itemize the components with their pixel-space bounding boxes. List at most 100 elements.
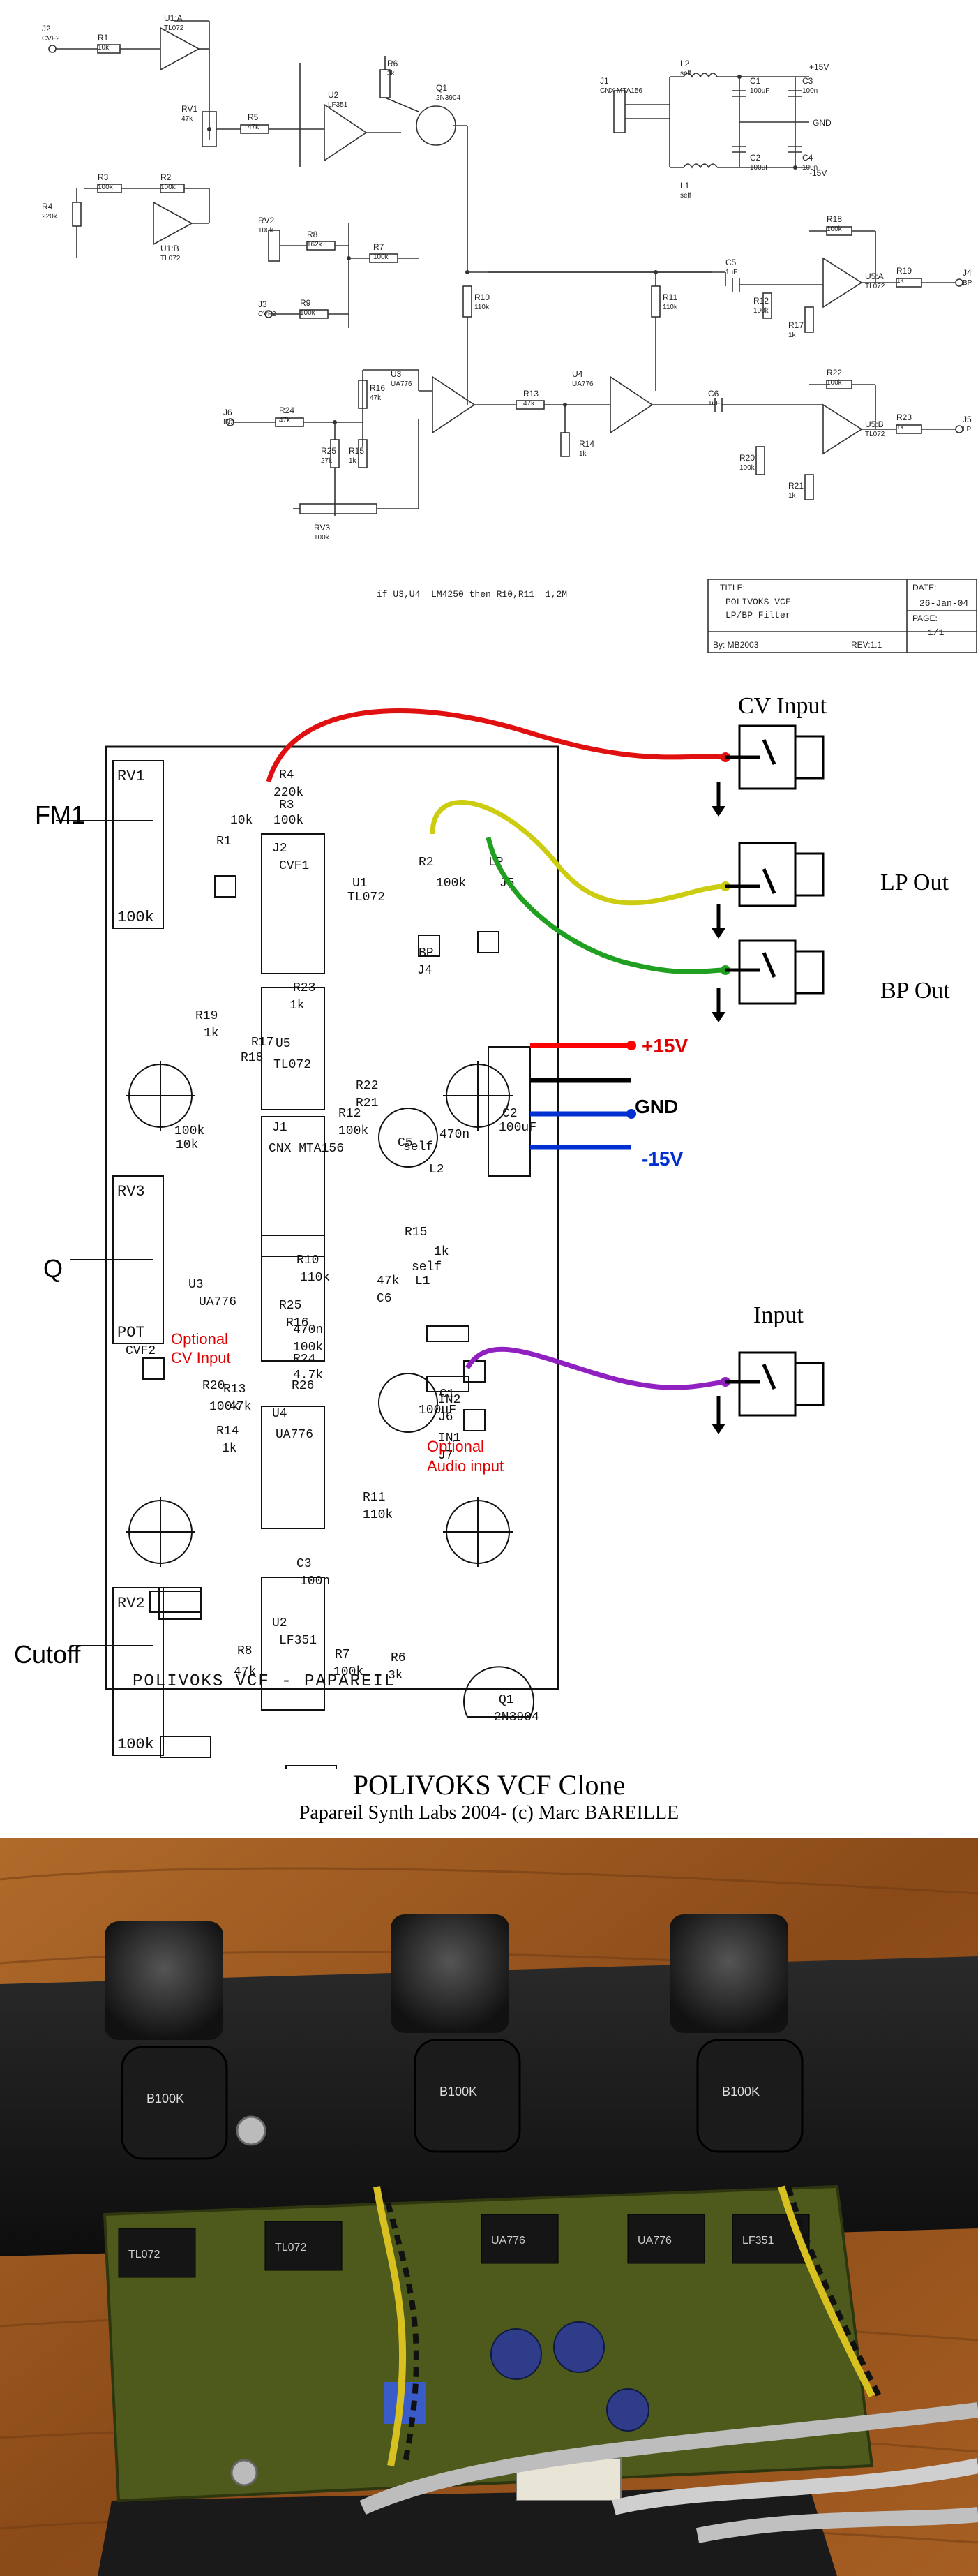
component-value: 1k [579,450,587,458]
part-label: 4.7k [293,1369,323,1383]
ic-u5 [261,1116,325,1257]
component-ref: C2 [750,153,761,163]
component-ref: R22 [827,368,842,378]
callout-bp-out: BP Out [880,978,950,1004]
part-label: U2 [272,1616,287,1630]
transistor-q1 [463,1666,534,1718]
component-ref: J5 [963,415,972,424]
photo-chip [264,2221,343,2271]
component-value: self [680,192,691,200]
part-label: 1k [222,1442,237,1456]
component-value: 100k [258,227,274,234]
jack-input [738,1351,797,1417]
component-value: 10k [98,44,110,52]
component-value: 47k [248,124,259,131]
part-label: C3 [296,1557,312,1571]
component-value: 1k [788,492,797,500]
component-ref: U1:A [164,13,183,23]
pot-ref-rv3: RV3 [117,1183,145,1200]
photo-chip-label: TL072 [275,2242,306,2254]
pot-rv2[interactable] [112,1587,164,1756]
part-label: 1k [289,999,305,1013]
pot-label-q: Q [43,1254,63,1283]
part-label: R20 [202,1379,225,1393]
pot-text-2: B100K [439,2085,477,2099]
part-label: 220k [273,786,303,800]
part-label: R6 [391,1651,406,1665]
callout-pos: +15V [642,1035,688,1057]
component-ref: U4 [572,369,583,379]
component-ref: R23 [896,412,912,422]
page-label: PAGE: [912,613,938,623]
photo-chip [627,2214,705,2264]
ic-u2 [261,1577,325,1711]
cap-c2 [378,1373,438,1433]
photo-chip [481,2214,559,2264]
part-label: Q1 [499,1693,514,1707]
part-label: 1k [434,1245,449,1259]
component-ref: R21 [788,481,804,491]
part-label: 100k [273,814,303,828]
title-rev: REV:1.1 [851,640,882,650]
photo-chip [118,2228,196,2278]
pot-ref-rv2: RV2 [117,1595,145,1612]
page-value: 1/1 [928,627,945,638]
part-label: 10k [176,1138,198,1152]
pcb-layout: R4220kR3100kR110kJ2CVF1U1TL072R2100kLPJ5… [14,693,950,1769]
part-label: R4 [279,768,294,782]
component-ref: RV1 [181,104,197,114]
part-label: R22 [356,1079,378,1093]
part-label: 100k [436,877,466,891]
part-label: L2 [429,1163,444,1177]
part-label: 10k [230,814,253,828]
photo-chip-label: UA776 [638,2235,672,2247]
wire-cv-input [266,708,726,782]
component-value: 100k [373,253,389,261]
component-ref: R13 [523,389,539,399]
component-value: CVF2 [258,311,276,318]
part-label: 1k [204,1027,219,1041]
part-label: R24 [293,1353,315,1367]
callout-optional-audio-2: Audio input [427,1457,504,1475]
part-label: R11 [363,1491,385,1505]
component-value: 100n [802,164,818,172]
component-value: 100k [739,464,755,472]
component-ref: R8 [307,230,318,239]
part-label: LF351 [279,1634,317,1648]
rail-gnd-label: GND [813,118,832,128]
component-ref: Q1 [436,83,447,93]
part-label: R23 [293,981,315,995]
component-value: 100uF [750,164,769,172]
part-label: J4 [417,964,432,978]
part-label: R12 [338,1107,361,1121]
wire-bp-out [486,837,726,974]
component-value: 1k [896,424,905,431]
pot-text-3: B100K [722,2085,760,2099]
component-ref: R6 [387,59,398,68]
component-value: 2N3904 [436,94,460,102]
wire-input [465,1346,726,1390]
component-value: 100k [98,184,114,191]
part-label: 100k [338,1124,368,1138]
component-ref: R16 [370,383,385,393]
part-label: C6 [377,1292,392,1306]
pot-rv1[interactable] [112,760,164,929]
title-line1: POLIVOKS VCF [725,597,791,607]
component-value: 110k [474,304,490,311]
part-label: UA776 [276,1428,313,1442]
component-value: 1k [896,277,905,285]
wire-lp-out [430,800,726,906]
component-value: TL072 [865,283,885,290]
component-value: 47k [181,115,193,123]
part-label: C1 [439,1387,455,1401]
component-value: 3k [387,70,396,77]
component-ref: R3 [98,172,109,182]
component-ref: R7 [373,242,384,252]
component-ref: R10 [474,292,490,302]
component-value: 47k [523,400,535,408]
part-label: R16 [286,1316,308,1330]
part-label: 470n [293,1323,323,1337]
component-ref: R9 [300,298,311,308]
photo-chip-label: TL072 [128,2249,160,2261]
part-label: CNX MTA156 [269,1142,344,1156]
